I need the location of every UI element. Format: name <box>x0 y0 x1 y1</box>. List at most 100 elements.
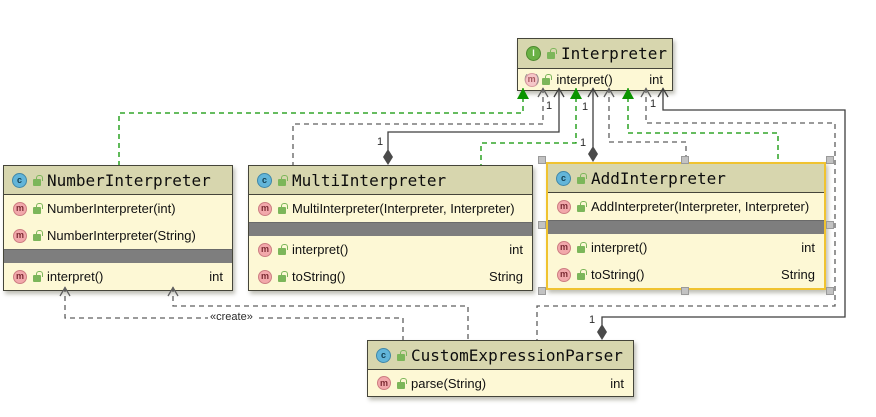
class-icon: c <box>12 172 27 188</box>
member-row[interactable]: m MultiInterpreter(Interpreter, Interpre… <box>249 195 532 222</box>
member-label: AddInterpreter(Interpreter, Interpreter) <box>591 199 810 214</box>
method-icon: m <box>258 269 272 284</box>
edge-number-implements-interpreter[interactable] <box>118 88 529 165</box>
member-label: MultiInterpreter(Interpreter, Interprete… <box>292 201 515 216</box>
member-label: interpret() <box>292 242 349 257</box>
member-label: interpret() <box>591 240 648 255</box>
member-label: toString() <box>591 267 645 282</box>
member-label: toString() <box>292 269 346 284</box>
member-return-type: int <box>649 72 663 87</box>
realization-arrowhead-icon <box>622 88 634 99</box>
edge-multi-depends-on-interpreter[interactable] <box>292 87 549 165</box>
section-separator <box>4 249 232 263</box>
edge-add-depends-on-interpreter[interactable] <box>603 87 687 162</box>
class-header: I Interpreter <box>518 39 672 69</box>
edge-cep-depends-on-interpreter[interactable] <box>536 87 836 340</box>
lock-icon <box>278 271 288 282</box>
edge-cep-depends-on-number[interactable] <box>167 286 469 340</box>
member-row[interactable]: m NumberInterpreter(int) <box>4 195 232 222</box>
multiplicity-label: 1 <box>377 136 384 148</box>
aggregation-diamond-icon <box>383 149 393 165</box>
method-icon: m <box>557 267 571 282</box>
edge-cep-aggregates-interpreter[interactable] <box>597 87 846 340</box>
lock-icon <box>577 269 587 280</box>
edge-multi-aggregates-interpreter[interactable] <box>383 87 565 165</box>
member-row[interactable]: m AddInterpreter(Interpreter, Interprete… <box>548 193 824 220</box>
member-row[interactable]: m parse(String) int <box>368 370 633 396</box>
class-node-add-interpreter[interactable]: c AddInterpreter m AddInterpreter(Interp… <box>546 162 826 290</box>
member-return-type: int <box>801 240 815 255</box>
edge-multi-implements-interpreter[interactable] <box>480 88 582 165</box>
multiplicity-label: 1 <box>650 98 657 110</box>
member-row[interactable]: (m) interpret() int <box>518 69 672 90</box>
multiplicity-label: 1 <box>582 101 589 113</box>
multiplicity-label: 1 <box>580 137 587 149</box>
method-icon: m <box>258 242 272 257</box>
member-label: interpret() <box>556 72 613 87</box>
member-return-type: int <box>509 242 523 257</box>
method-icon: m <box>258 201 272 216</box>
method-icon: m <box>557 240 571 255</box>
member-row[interactable]: m NumberInterpreter(String) <box>4 222 232 249</box>
edge-add-implements-interpreter[interactable] <box>622 88 779 162</box>
member-row[interactable]: m interpret() int <box>4 263 232 290</box>
method-icon: m <box>13 228 27 243</box>
class-node-interpreter[interactable]: I Interpreter (m) interpret() int <box>517 38 673 91</box>
class-title: MultiInterpreter <box>292 170 447 190</box>
class-title: Interpreter <box>561 44 667 63</box>
multiplicity-label: 1 <box>546 100 553 112</box>
member-row[interactable]: m toString() String <box>548 261 824 288</box>
class-icon: c <box>376 347 391 363</box>
realization-arrowhead-icon <box>517 88 529 99</box>
selection-handle[interactable] <box>681 287 689 295</box>
multiplicity-label: 1 <box>589 314 596 326</box>
open-arrowhead-icon <box>537 87 549 98</box>
open-arrowhead-icon <box>640 87 652 98</box>
open-arrowhead-icon <box>553 87 565 98</box>
selection-handle[interactable] <box>538 221 546 229</box>
member-label: parse(String) <box>411 375 487 391</box>
member-return-type: String <box>489 269 523 284</box>
section-separator <box>548 220 824 234</box>
member-return-type: int <box>610 375 624 391</box>
member-row[interactable]: m toString() String <box>249 263 532 290</box>
class-node-number-interpreter[interactable]: c NumberInterpreter m NumberInterpreter(… <box>3 165 233 291</box>
class-header: c NumberInterpreter <box>4 166 232 195</box>
member-return-type: int <box>209 269 223 284</box>
interface-icon: I <box>526 46 541 61</box>
selection-handle[interactable] <box>538 287 546 295</box>
class-icon: c <box>556 170 571 186</box>
lock-icon <box>278 174 288 186</box>
lock-icon <box>577 201 587 212</box>
member-return-type: String <box>781 267 815 282</box>
class-title: NumberInterpreter <box>47 170 211 190</box>
method-icon: m <box>377 376 391 390</box>
member-row[interactable]: m interpret() int <box>249 236 532 263</box>
stereotype-label: «create» <box>208 311 255 325</box>
open-arrowhead-icon <box>657 87 669 98</box>
selection-handle[interactable] <box>681 156 689 164</box>
aggregation-diamond-icon <box>597 324 607 340</box>
lock-icon <box>397 349 407 361</box>
open-arrowhead-icon <box>167 286 179 297</box>
selection-handle[interactable] <box>826 221 834 229</box>
lock-icon <box>547 48 557 59</box>
selection-handle[interactable] <box>826 156 834 164</box>
selection-handle[interactable] <box>826 287 834 295</box>
lock-icon <box>542 74 553 85</box>
lock-icon <box>278 244 288 255</box>
section-separator <box>249 222 532 236</box>
class-node-custom-expression-parser[interactable]: c CustomExpressionParser m parse(String)… <box>367 340 634 397</box>
member-row[interactable]: m interpret() int <box>548 234 824 261</box>
class-header: c AddInterpreter <box>548 164 824 193</box>
class-node-multi-interpreter[interactable]: c MultiInterpreter m MultiInterpreter(In… <box>248 165 533 291</box>
lock-icon <box>577 172 587 184</box>
class-title: AddInterpreter <box>591 168 726 188</box>
method-icon: m <box>13 201 27 216</box>
lock-icon <box>278 203 288 214</box>
edge-add-aggregates-interpreter[interactable] <box>587 87 599 162</box>
realization-arrowhead-icon <box>570 88 582 99</box>
open-arrowhead-icon <box>587 87 599 98</box>
selection-handle[interactable] <box>538 156 546 164</box>
